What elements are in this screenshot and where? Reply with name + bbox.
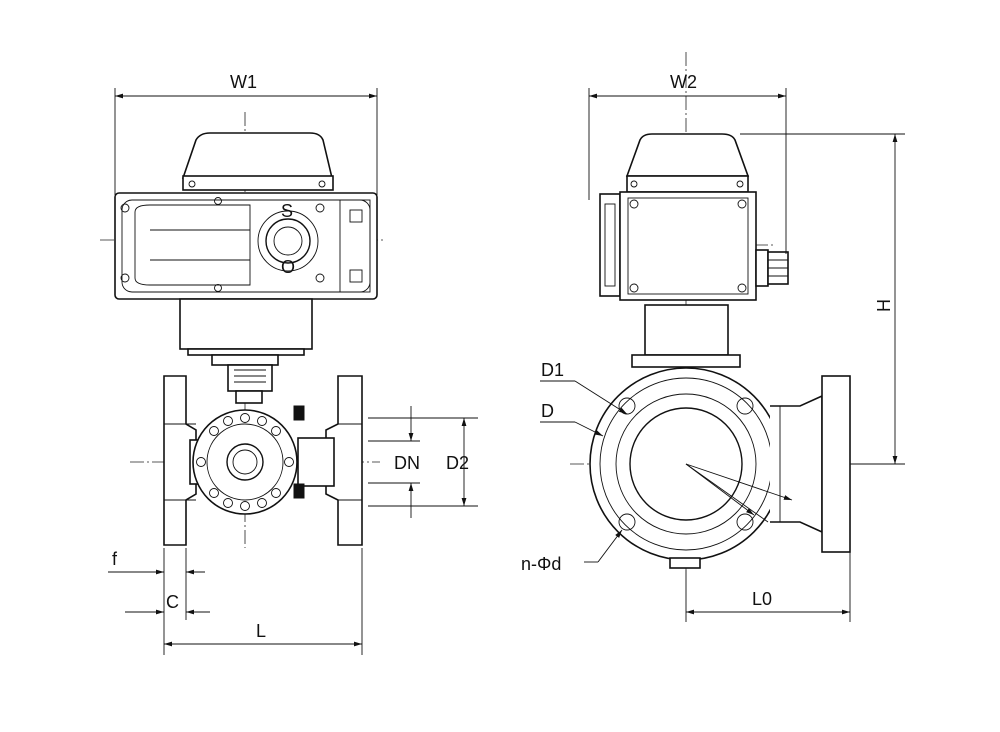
side-actuator-housing bbox=[599, 191, 789, 301]
side-bolt-lower bbox=[293, 483, 305, 499]
side-actuator-top bbox=[625, 133, 750, 193]
shut-marking: S bbox=[281, 201, 293, 221]
position-indicator bbox=[265, 218, 311, 264]
f-c-l-dimensions: f C L bbox=[108, 548, 363, 655]
open-marking: O bbox=[281, 257, 295, 277]
c-label: C bbox=[166, 592, 179, 612]
w1-dimension: W1 bbox=[114, 72, 378, 195]
side-bracket bbox=[631, 304, 741, 368]
d-label: D bbox=[541, 401, 554, 421]
left-flange bbox=[163, 375, 197, 546]
front-view: S O bbox=[100, 72, 478, 655]
w2-label: W2 bbox=[670, 72, 697, 92]
right-flange bbox=[325, 375, 363, 546]
actuator-top-cover bbox=[181, 132, 334, 191]
h-dimension: H bbox=[740, 133, 905, 465]
drain-plug bbox=[669, 557, 701, 569]
nphid-label: n-Φd bbox=[521, 554, 561, 574]
position-indicator-ring bbox=[257, 210, 319, 272]
d1-d-leaders: D1 D bbox=[540, 360, 793, 523]
l-label: L bbox=[256, 621, 266, 641]
l0-label: L0 bbox=[752, 589, 772, 609]
bolt-hole-bl bbox=[618, 513, 636, 531]
side-view: W2 H D1 D n-Φd bbox=[521, 52, 905, 622]
mounting-bracket bbox=[179, 298, 313, 404]
dn-d2-dimensions: DN D2 bbox=[368, 406, 478, 518]
d1-label: D1 bbox=[541, 360, 564, 380]
nphid-leader: n-Φd bbox=[521, 529, 623, 574]
dn-label: DN bbox=[394, 453, 420, 473]
w1-label: W1 bbox=[230, 72, 257, 92]
side-branch bbox=[770, 375, 851, 553]
bore-circle bbox=[629, 407, 743, 521]
right-neck bbox=[297, 437, 335, 487]
side-bolt-upper bbox=[293, 405, 305, 421]
f-label: f bbox=[112, 549, 118, 569]
d2-label: D2 bbox=[446, 453, 469, 473]
bolt-hole-tr bbox=[736, 397, 754, 415]
front-port-flange bbox=[192, 409, 298, 515]
side-valve-body bbox=[589, 367, 783, 569]
l0-dimension: L0 bbox=[685, 552, 851, 622]
bolt-circle bbox=[615, 393, 757, 535]
h-label: H bbox=[874, 299, 894, 312]
bolt-hole-br bbox=[736, 513, 754, 531]
w2-dimension: W2 bbox=[588, 72, 787, 254]
actuator-housing: S O bbox=[114, 192, 378, 300]
